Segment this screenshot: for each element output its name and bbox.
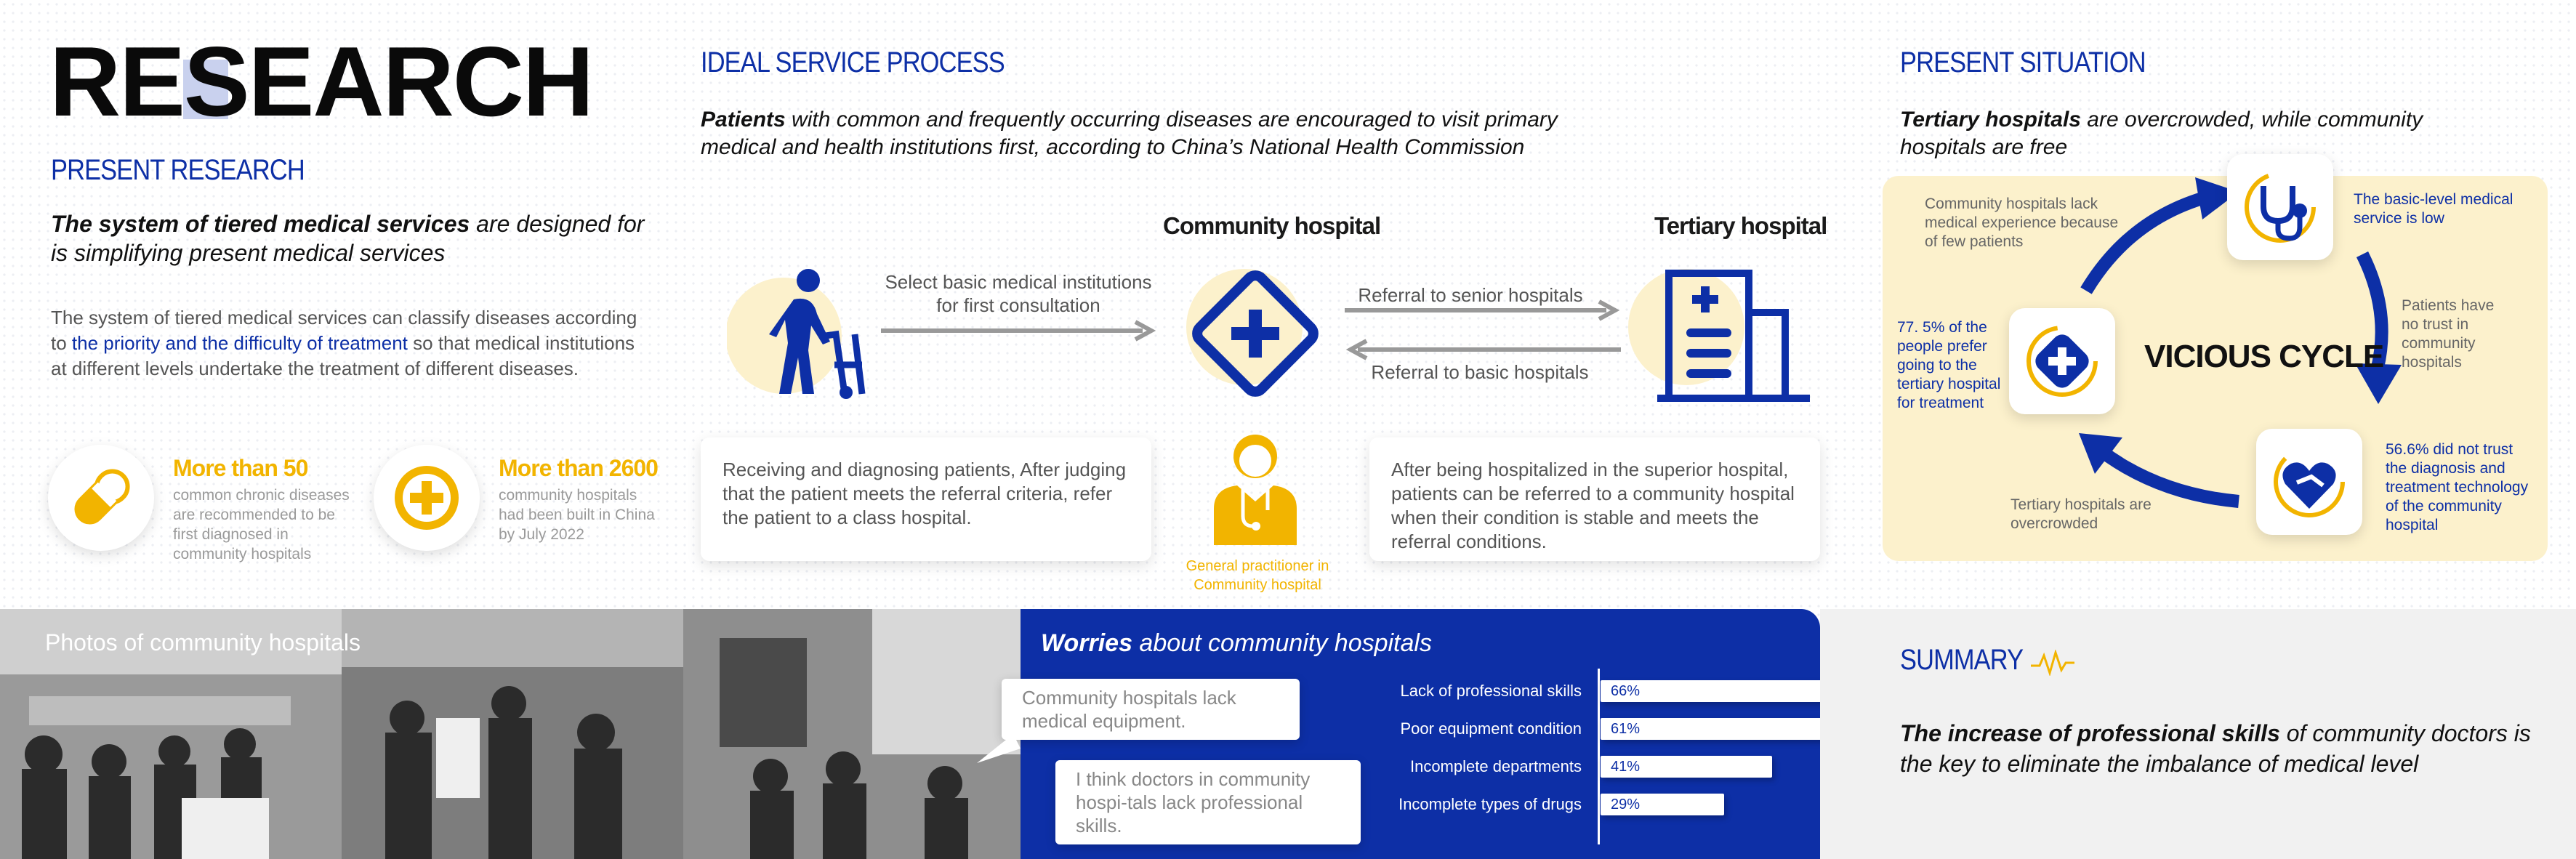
bar: 41%	[1601, 756, 1772, 778]
present-research-body: The system of tiered medical services ca…	[51, 305, 654, 382]
note-overcrowded: Tertiary hospitals are overcrowded	[2011, 496, 2152, 532]
body-highlight: the priority and the difficulty of treat…	[71, 332, 408, 354]
tertiary-hospital-icon	[1628, 269, 1810, 402]
note-service-low: The basic-level medical service is low	[2354, 191, 2513, 227]
lead-bold: The increase of professional skills	[1900, 720, 2280, 746]
stat-head-1: More than 50	[173, 455, 308, 481]
lead-rest: are designed for is simplifying present …	[51, 211, 645, 266]
bar-label: Poor equipment condition	[1400, 719, 1582, 738]
quote-bubble-equipment: Community hospitals lack medical equipme…	[1002, 679, 1300, 740]
brand-accent-block	[183, 60, 228, 119]
lead-rest: of community doctors is the key to elimi…	[1900, 720, 2531, 777]
stat-circle-cross	[374, 445, 480, 551]
stat-sub-2: community hospitals had been built in Ch…	[499, 487, 655, 543]
photo-strip	[0, 609, 1021, 859]
doctor-icon	[1214, 435, 1297, 545]
bubble-tail-2	[1265, 815, 1301, 842]
bar-label: Incomplete departments	[1409, 757, 1582, 775]
stat-head-2: More than 2600	[499, 455, 659, 481]
title-bold: Worries	[1041, 629, 1132, 657]
summary-title: SUMMARY	[1900, 644, 2024, 676]
lead-rest: with common and frequently occurring dis…	[701, 108, 1558, 159]
pulse-icon	[2031, 650, 2074, 676]
bar: 29%	[1601, 794, 1724, 815]
note-56-6: 56.6% did not trust the diagnosis and tr…	[2386, 441, 2529, 533]
body-start: The system of tiered medical services ca…	[51, 307, 637, 354]
vicious-cycle-title: VICIOUS CYCLE	[2144, 339, 2384, 374]
tertiary-hospital-title: Tertiary hospital	[1654, 212, 1827, 239]
arrow-to-tertiary-icon	[1345, 299, 1620, 321]
community-role-card: Receiving and diagnosing patients, After…	[701, 437, 1151, 561]
bar-label: Incomplete types of drugs	[1398, 795, 1582, 813]
title-rest: about community hospitals	[1132, 629, 1432, 657]
tertiary-role-card: After being hospitalized in the superior…	[1369, 437, 1820, 561]
bar: 61%	[1601, 718, 1853, 740]
heart-hand-box	[2256, 429, 2362, 535]
lead-rest: are overcrowded, while community hospita…	[1900, 108, 2423, 159]
stat-sub-1: common chronic diseases are recommended …	[173, 487, 350, 562]
summary-lead: The increase of professional skills of c…	[1900, 718, 2540, 779]
photos-label: Photos of community hospitals	[45, 629, 361, 656]
medical-cross-icon	[395, 466, 459, 530]
gp-label: General practitioner in Community hospit…	[1186, 558, 1329, 593]
community-hospital-title: Community hospital	[1163, 212, 1381, 239]
stethoscope-icon	[2245, 172, 2316, 243]
elderly-patient-icon	[727, 269, 866, 399]
flow-select-label: Select basic medical institutions for fi…	[885, 271, 1152, 316]
cycle-arrows	[2079, 177, 2402, 508]
brand-title: RESEARCH	[49, 26, 594, 137]
stethoscope-box	[2227, 154, 2333, 260]
arrow-to-community-back-icon	[1345, 339, 1621, 360]
stat-circle-pill	[48, 445, 154, 551]
heart-hand-icon	[2274, 446, 2345, 517]
pill-icon	[74, 469, 130, 525]
note-lack-experience: Community hospitals lack medical experie…	[1925, 195, 2119, 250]
bar-axis-line	[1598, 669, 1600, 844]
present-situation-title: PRESENT SITUATION	[1900, 47, 2146, 78]
lead-bold: Tertiary hospitals	[1900, 108, 2081, 132]
worries-title: Worries about community hospitals	[1041, 629, 1432, 658]
note-77-5: 77. 5% of the people prefer going to the…	[1897, 319, 2001, 411]
bubble-tail-1	[977, 734, 1021, 763]
body-end: so that medical institutions at differen…	[51, 332, 635, 379]
ideal-process-title: IDEAL SERVICE PROCESS	[701, 47, 1005, 78]
quote-bubble-skills: I think doctors in community hospi-tals …	[1055, 760, 1361, 844]
present-situation-lead: Tertiary hospitals are overcrowded, whil…	[1900, 106, 2496, 161]
present-research-title: PRESENT RESEARCH	[51, 154, 305, 186]
community-hospital-photos	[0, 609, 1021, 859]
arrow-to-community-icon	[881, 320, 1156, 342]
hospital-cross-icon	[2026, 326, 2098, 397]
community-hospital-icon	[1186, 269, 1319, 397]
present-research-lead: The system of tiered medical services ar…	[51, 209, 654, 267]
lead-bold: The system of tiered medical services	[51, 211, 470, 237]
bar-label: Lack of professional skills	[1400, 682, 1582, 700]
ideal-process-lead: Patients with common and frequently occu…	[701, 106, 1617, 161]
note-no-trust: Patients have no trust in community hosp…	[2402, 297, 2495, 371]
flow-basic-label: Referral to basic hospitals	[1371, 361, 1589, 383]
summary-panel	[1820, 609, 2576, 859]
flow-senior-label: Referral to senior hospitals	[1358, 284, 1583, 306]
hospital-cross-box	[2009, 308, 2115, 414]
lead-bold: Patients	[701, 108, 786, 132]
